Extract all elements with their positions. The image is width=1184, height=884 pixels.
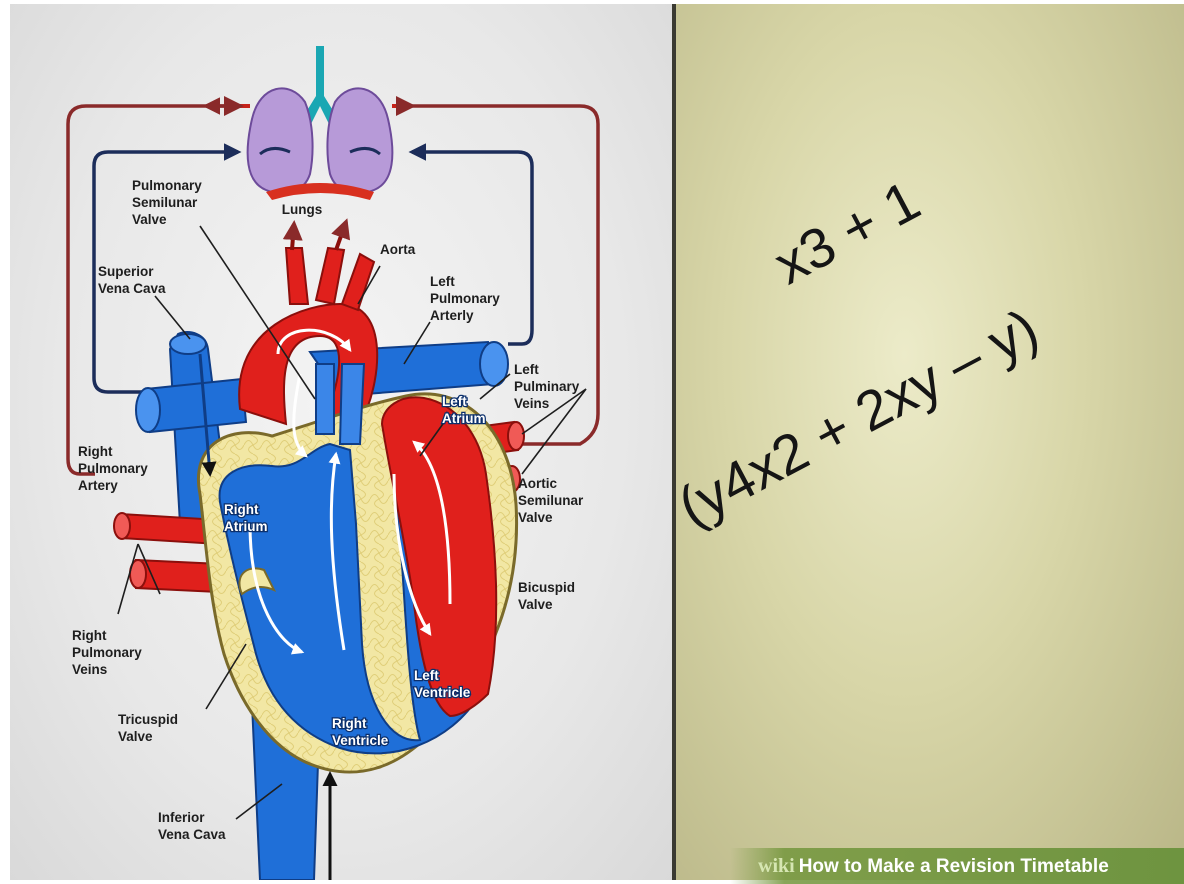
label-line: Artery bbox=[78, 478, 118, 493]
label-line: Vena Cava bbox=[158, 827, 226, 842]
label-line: Tricuspid bbox=[118, 712, 178, 727]
label-line: Pulmonary bbox=[78, 461, 148, 476]
label-aorta: Aorta bbox=[380, 242, 416, 257]
label-line: Pulminary bbox=[514, 379, 580, 394]
expression-line-2: (y4x2 + 2xy – y) bbox=[676, 295, 1048, 539]
label-line: Ventricle bbox=[332, 733, 389, 748]
label-line: Pulmonary bbox=[72, 645, 142, 660]
label-line: Valve bbox=[132, 212, 167, 227]
label-line: Left bbox=[514, 362, 539, 377]
label-line: Veins bbox=[72, 662, 107, 677]
label-line: Valve bbox=[118, 729, 153, 744]
wiki-brand: wiki bbox=[758, 855, 795, 877]
label-line: Bicuspid bbox=[518, 580, 575, 595]
label-line: Veins bbox=[514, 396, 549, 411]
label-line: Atrium bbox=[442, 411, 486, 426]
expression-line-1: x3 + 1 bbox=[763, 167, 930, 297]
label-line: Aortic bbox=[518, 476, 557, 491]
label-line: Pulmonary bbox=[430, 291, 500, 306]
lungs bbox=[206, 46, 412, 200]
label-line: Left bbox=[414, 668, 439, 683]
label-line: Vena Cava bbox=[98, 281, 166, 296]
label-line: Left bbox=[442, 394, 467, 409]
label-line: Atrium bbox=[224, 519, 268, 534]
label-line: Right bbox=[78, 444, 113, 459]
label-line: Valve bbox=[518, 510, 553, 525]
label-line: Arterly bbox=[430, 308, 474, 323]
caption-title: How to Make a Revision Timetable bbox=[799, 856, 1109, 877]
expressions-panel: x3 + 1 (y4x2 + 2xy – y) bbox=[676, 4, 1184, 880]
label-line: Semilunar bbox=[132, 195, 198, 210]
label-lungs: Lungs bbox=[282, 202, 323, 217]
label-line: Right bbox=[224, 502, 259, 517]
label-line: Right bbox=[72, 628, 107, 643]
label-line: Inferior bbox=[158, 810, 205, 825]
label-line: Semilunar bbox=[518, 493, 584, 508]
label-line: Left bbox=[430, 274, 455, 289]
heart-circulation-diagram: LungsPulmonarySemilunarValveAortaSuperio… bbox=[10, 4, 672, 880]
label-line: Valve bbox=[518, 597, 553, 612]
label-line: Pulmonary bbox=[132, 178, 202, 193]
label-line: Ventricle bbox=[414, 685, 471, 700]
label-line: Superior bbox=[98, 264, 154, 279]
label-line: Lungs bbox=[282, 202, 323, 217]
label-line: Aorta bbox=[380, 242, 416, 257]
label-line: Right bbox=[332, 716, 367, 731]
